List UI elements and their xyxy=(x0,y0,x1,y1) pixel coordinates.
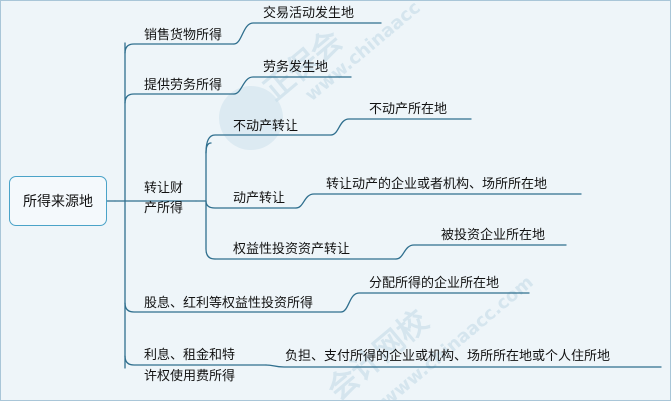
root-node: 所得来源地 xyxy=(9,176,107,226)
leaf-line-labor xyxy=(233,76,352,95)
sub-leaf-line-movable xyxy=(295,193,582,209)
leaf-line-sales xyxy=(233,22,382,45)
branch-label-transfer-line1: 转让财 xyxy=(144,181,184,196)
sub-branch-movable xyxy=(205,200,297,209)
sub-branch-realestate xyxy=(205,134,332,154)
leaf-line-interest xyxy=(265,364,662,368)
sub-label-equity: 权益性投资资产转让 xyxy=(233,242,351,257)
sub-label-realestate: 不动产转让 xyxy=(233,119,299,134)
leaf-line-dividend xyxy=(340,292,530,313)
main-trunk xyxy=(114,42,126,369)
branch-line-labor xyxy=(124,93,235,104)
branch-label-labor: 提供劳务所得 xyxy=(144,78,223,93)
watermark-logo-icon xyxy=(219,86,283,150)
leaf-label-sales: 交易活动发生地 xyxy=(263,6,355,21)
branch-label-dividend: 股息、红利等权益性投资所得 xyxy=(144,296,314,311)
branch-label-sales: 销售货物所得 xyxy=(144,28,223,43)
branch-label-transfer-line2: 产所得 xyxy=(144,201,184,216)
leaf-label-labor: 劳务发生地 xyxy=(263,60,329,75)
branch-line-sales xyxy=(124,43,235,54)
leaf-label-dividend: 分配所得的企业所在地 xyxy=(369,276,500,291)
branch-label-interest-line2: 许权使用费所得 xyxy=(144,369,236,384)
sub-leaf-realestate: 不动产所在地 xyxy=(369,102,448,117)
sub-label-movable: 动产转让 xyxy=(233,191,286,206)
sub-leaf-movable: 转让动产的企业或者机构、场所所在地 xyxy=(326,177,548,192)
sub-leaf-equity: 被投资企业所在地 xyxy=(441,228,546,243)
branch-label-interest-line1: 利息、租金和特 xyxy=(144,348,236,363)
leaf-label-interest: 负担、支付所得的企业或机构、场所所在地或个人住所地 xyxy=(285,349,611,364)
branch-line-dividend xyxy=(124,302,342,313)
branch-line-interest xyxy=(124,355,267,366)
sub-leaf-line-equity xyxy=(395,244,567,260)
sub-leaf-line-realestate xyxy=(330,118,472,136)
